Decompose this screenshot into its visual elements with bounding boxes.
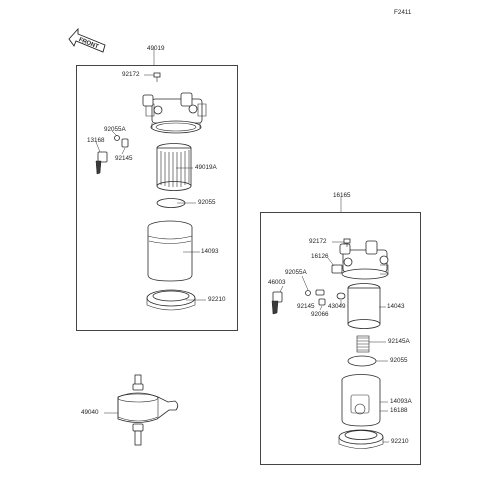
ring-nut-92210-right	[338, 429, 384, 449]
part-label-spring-2: 92145A	[388, 338, 410, 345]
plug-92145-left	[121, 138, 129, 148]
in-line-filter-49040	[104, 374, 179, 446]
filter-head-right	[339, 240, 389, 280]
filter-cup-14093a	[341, 374, 381, 427]
ring-nut-92210-left	[146, 289, 196, 311]
part-label-screw-2: 92172	[309, 238, 327, 245]
part-label-in-line-filter: 49040	[81, 409, 99, 416]
fuel-filter-assembly-left	[95, 49, 207, 311]
filter-head-left	[142, 92, 207, 134]
assembly-1-box	[76, 65, 238, 331]
part-label-screw-1: 92172	[122, 71, 140, 78]
fitting-16126	[331, 264, 343, 274]
part-label-plug-1: 92145	[115, 155, 133, 162]
spring-92145a	[356, 335, 370, 353]
drain-cock-13168	[95, 151, 108, 175]
oring-92055a-right	[305, 290, 311, 296]
fuel-filter-assembly-right	[271, 197, 389, 449]
part-label-cock-2: 46003	[268, 279, 286, 286]
front-arrow-icon	[68, 27, 106, 53]
plug-92145-right	[315, 289, 325, 296]
part-label-plug-2: 92145	[297, 303, 315, 310]
part-label-washer-2: 92066	[311, 311, 329, 318]
assembly-1-code: 49019	[147, 45, 165, 52]
part-label-fitting-2: 16126	[311, 253, 329, 260]
bolt-43049	[336, 292, 346, 300]
assembly-2-box	[260, 212, 421, 465]
part-label-ring-nut-2: 92210	[391, 438, 409, 445]
screw-92172-right	[343, 238, 351, 247]
part-label-cock-1: 13168	[87, 137, 105, 144]
part-label-float-2: 16188	[390, 407, 408, 414]
drain-cock-46003	[271, 291, 283, 315]
part-label-element-2: 14043	[387, 303, 405, 310]
part-label-element-1: 49019A	[195, 164, 217, 171]
part-label-cup-2: 14093A	[390, 398, 412, 405]
part-label-cup-1: 14093	[201, 248, 219, 255]
part-label-ring-nut-1: 92210	[208, 296, 226, 303]
assembly-2-code: 16165	[333, 192, 351, 199]
oring-92055a-left	[114, 135, 120, 141]
filter-element-49019a	[156, 143, 192, 191]
part-label-bolt-2: 43049	[328, 303, 346, 310]
filter-cup-14093	[147, 220, 193, 282]
part-label-gasket-2: 92055	[390, 357, 408, 364]
washer-92066	[318, 298, 326, 306]
part-label-gasket-1: 92055	[198, 199, 216, 206]
filter-element-14043	[347, 283, 381, 329]
part-label-oring-1: 92055A	[104, 126, 126, 133]
part-label-oring-2: 92055A	[285, 269, 307, 276]
figure-code: F2411	[394, 9, 412, 16]
